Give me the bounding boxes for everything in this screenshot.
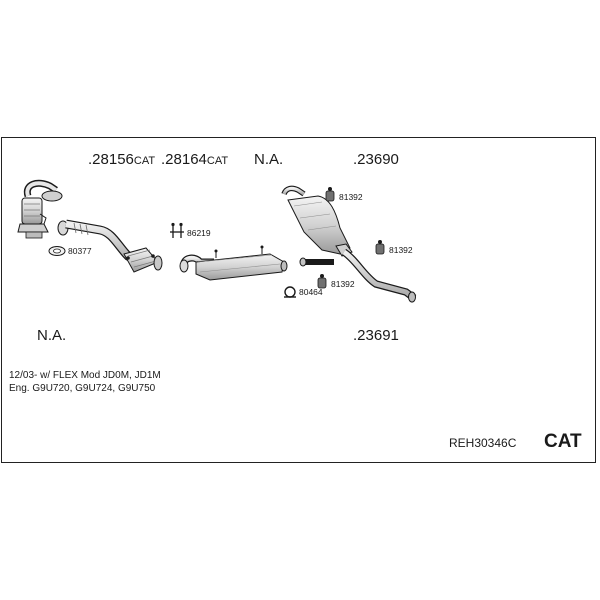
vehicle-info-line2: Eng. G9U720, G9U724, G9U750 [9, 383, 156, 394]
mount-81392-b [375, 240, 385, 255]
mount-81392-c [317, 274, 327, 289]
vehicle-info-line1: 12/03- w/ FLEX Mod JD0M, JD1M [9, 370, 161, 381]
label-81392-c: 81392 [331, 279, 355, 289]
label-86219: 86219 [187, 228, 211, 238]
cat-badge: CAT [544, 431, 582, 452]
rear-silencer-23690 [281, 185, 417, 303]
label-80377: 80377 [68, 246, 92, 256]
part-number-23691: .23691 [353, 327, 399, 344]
gasket-80377 [48, 246, 66, 256]
part-number-28156: .28156CAT [88, 151, 156, 168]
diagram-frame [1, 137, 596, 463]
part-number-28164: .28164CAT [161, 151, 229, 168]
manifold-catalyst-28156 [17, 179, 63, 239]
label-81392-b: 81392 [389, 245, 413, 255]
kit-code: REH30346C [449, 436, 517, 450]
clamp-80464 [284, 286, 296, 298]
na-label-top: N.A. [254, 151, 284, 168]
middle-silencer-23691 [179, 245, 288, 281]
label-80464: 80464 [299, 287, 323, 297]
clamp-86219 [170, 222, 184, 238]
front-pipe-catalyst-28164 [57, 219, 163, 273]
label-81392-a: 81392 [339, 192, 363, 202]
mount-81392-a [325, 187, 335, 202]
part-number-23690: .23690 [353, 151, 399, 168]
na-label-bottom: N.A. [37, 327, 67, 344]
